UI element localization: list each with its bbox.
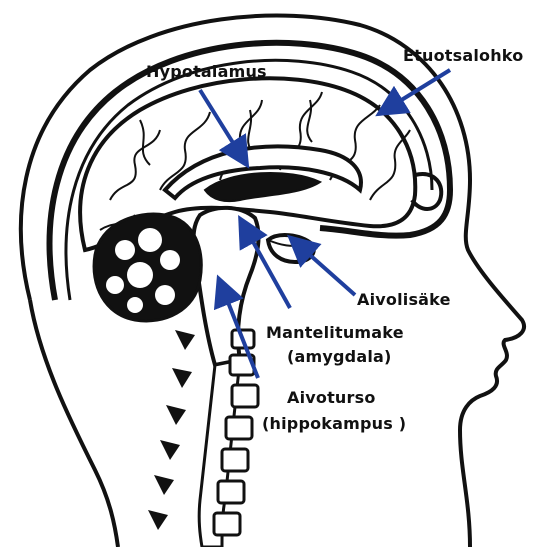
label-aivolisake: Aivolisäke [357, 292, 451, 308]
arrow-etuotsalohko [382, 70, 450, 112]
label-hippokampus: (hippokampus ) [262, 416, 406, 432]
label-hypotalamus: Hypotalamus [146, 64, 267, 80]
label-mantelitumake: Mantelitumake [266, 325, 404, 341]
label-etuotsalohko: Etuotsalohko [403, 48, 523, 64]
label-amygdala: (amygdala) [287, 349, 392, 365]
neck-outline [30, 300, 118, 547]
pituitary [268, 235, 314, 262]
arrow-aivolisake [293, 240, 355, 295]
label-aivoturso: Aivoturso [287, 390, 376, 406]
